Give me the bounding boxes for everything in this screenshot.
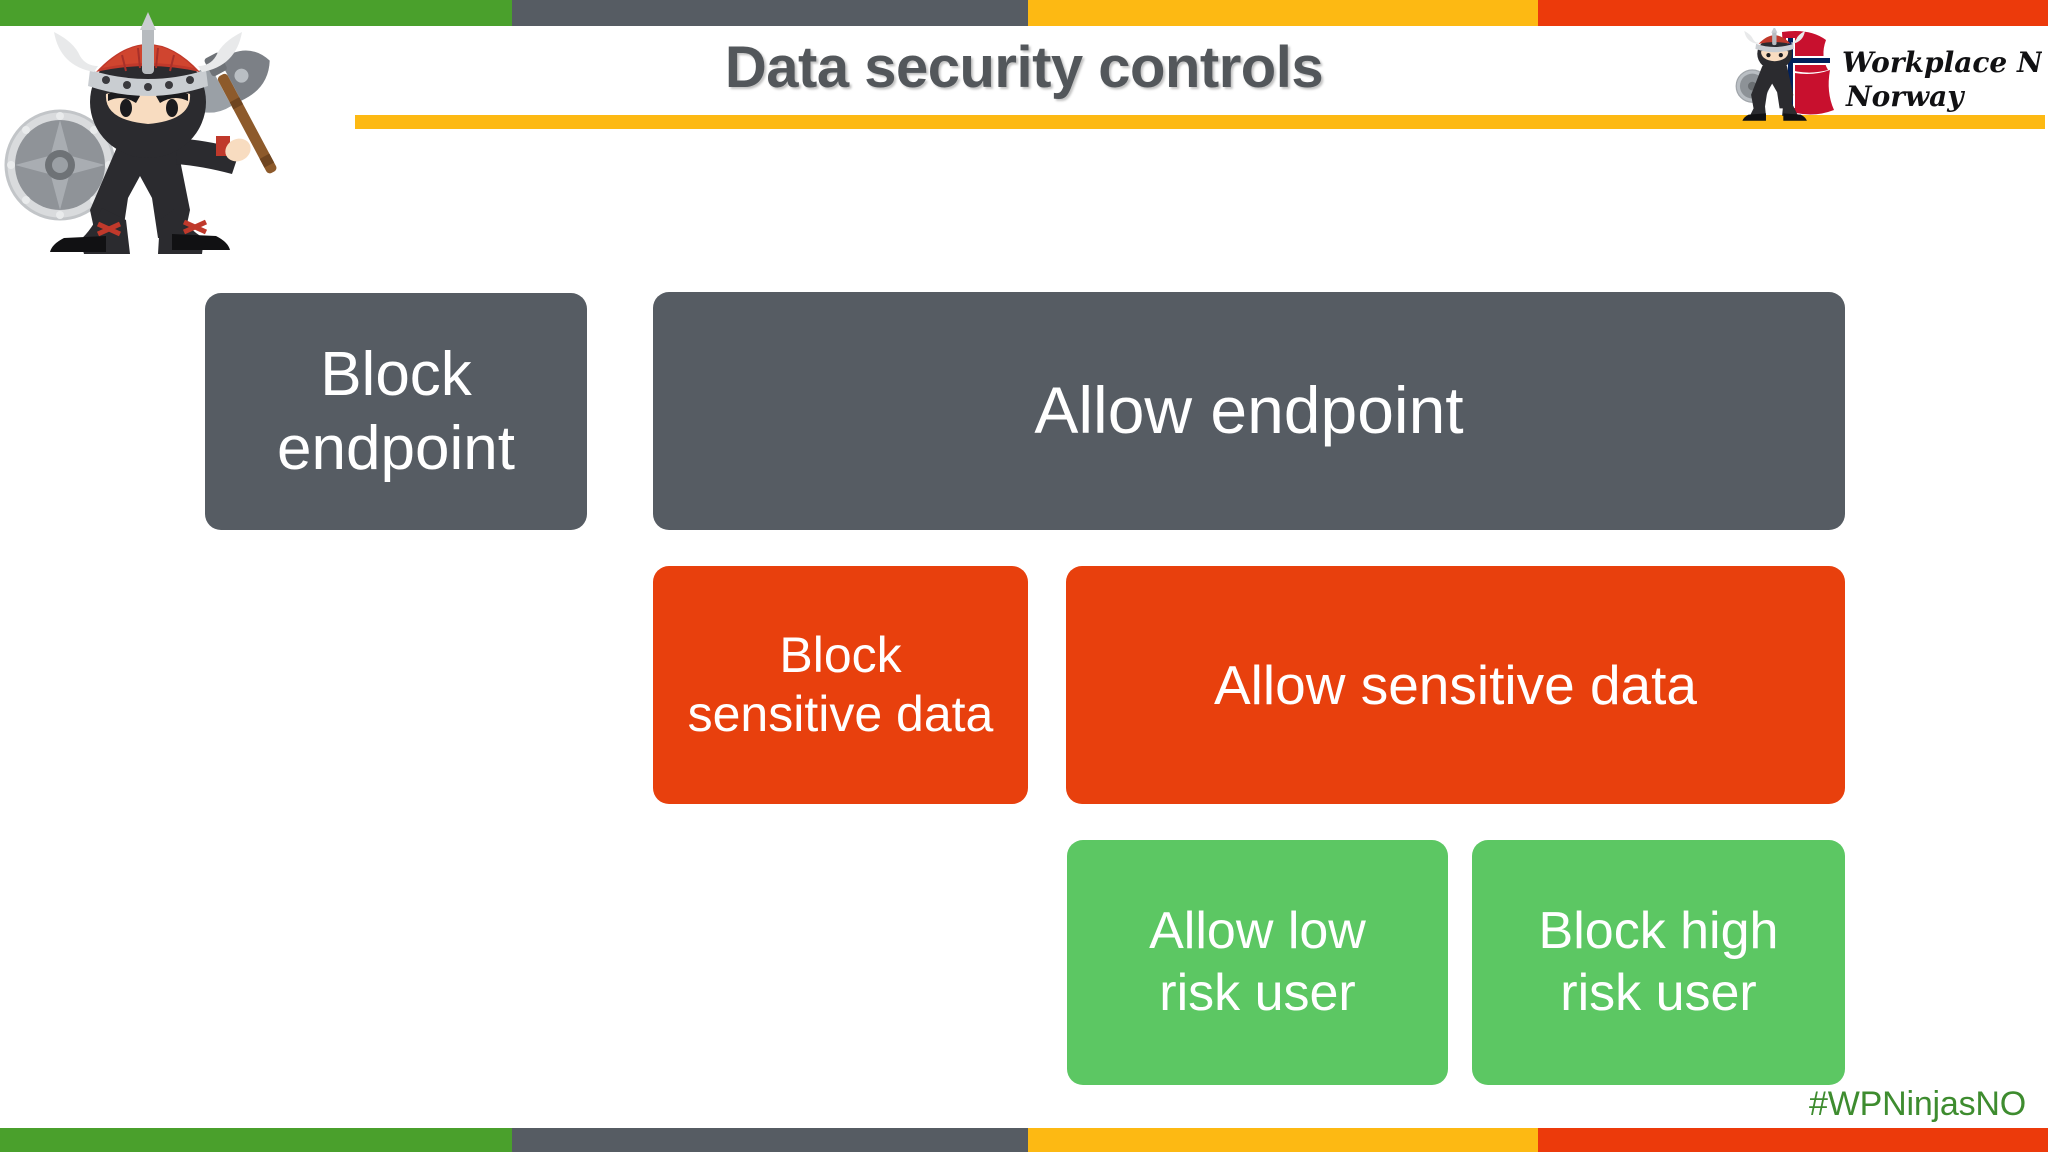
accent-segment-gray-bottom: [512, 1128, 1028, 1152]
block-sensitive-data-box[interactable]: Block sensitive data: [653, 566, 1028, 804]
accent-segment-red-bottom: [1538, 1128, 2048, 1152]
accent-segment-yellow: [1028, 0, 1538, 26]
brand-line-2: Norway: [1845, 80, 1965, 113]
accent-segment-green-bottom: [0, 1128, 512, 1152]
brand-line-1: Workplace Ninjas: [1842, 46, 2042, 79]
page-title: Data security controls: [724, 35, 1324, 100]
accent-segment-yellow-bottom: [1028, 1128, 1538, 1152]
slide-header: Data security controls: [0, 26, 2048, 136]
allow-low-risk-user-box[interactable]: Allow low risk user: [1067, 840, 1448, 1085]
workplace-ninjas-norway-logo: Workplace Ninjas Norway: [1724, 26, 2048, 128]
allow-endpoint-box[interactable]: Allow endpoint: [653, 292, 1845, 530]
event-hashtag: #WPNinjasNO: [1809, 1085, 2026, 1123]
title-underline-rule: [355, 115, 2045, 129]
accent-segment-green: [0, 0, 512, 26]
allow-sensitive-data-box[interactable]: Allow sensitive data: [1066, 566, 1845, 804]
block-endpoint-box[interactable]: Block endpoint: [205, 293, 587, 530]
accent-segment-red: [1538, 0, 2048, 26]
viking-ninja-mascot-icon: [2, 10, 292, 260]
accent-segment-gray: [512, 0, 1028, 26]
bottom-accent-bar: [0, 1128, 2048, 1152]
block-high-risk-user-box[interactable]: Block high risk user: [1472, 840, 1845, 1085]
top-accent-bar: [0, 0, 2048, 26]
